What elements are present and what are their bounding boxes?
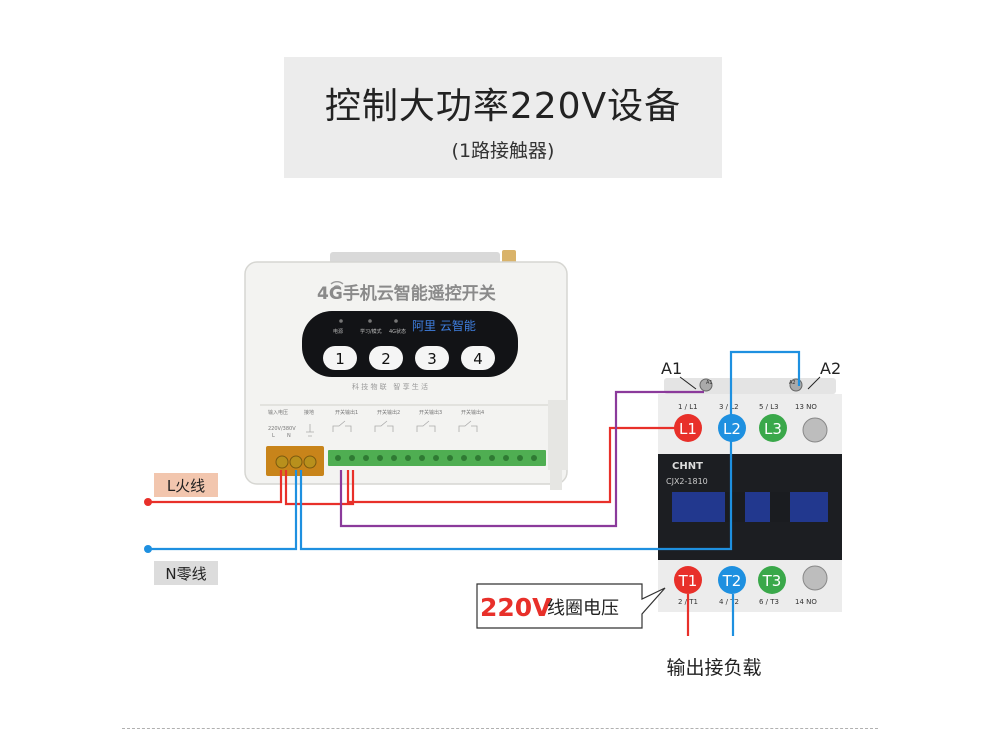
live-wire-end [144,498,152,506]
badge-t2 [718,566,746,594]
button-2-label: 2 [381,350,391,368]
page-title: 控制大功率220V设备 [324,86,682,127]
page-subtitle: (1路接触器) [451,140,555,162]
slogan: 科 技 物 联 智 享 生 活 [352,382,428,391]
neutral-wire-label: N零线 [165,565,206,583]
led-power [339,319,343,323]
output-terminal-screws [335,455,537,461]
svg-text:A2: A2 [789,380,796,386]
badge-t1 [674,566,702,594]
a2-pointer [807,376,821,390]
terminal-screw-n [289,455,303,469]
svg-text:开关输出4: 开关输出4 [461,409,484,416]
signal-icon [330,281,344,285]
svg-text:L: L [272,433,275,439]
live-wire-input [148,470,283,504]
neutral-wire-end [144,545,152,553]
live-wire-to-l1 [346,426,686,504]
side-clip-lower [550,470,562,490]
led-mode [368,319,372,323]
antenna [330,252,500,264]
terminal-screw-l [275,455,289,469]
contactor-brand: CHNT [672,461,703,472]
badge-t3 [758,566,786,594]
coil-voltage-text: 线圈电压 [547,598,619,619]
led-4g [394,319,398,323]
title-box: 控制大功率220V设备 (1路接触器) [284,57,722,178]
svg-text:4 / T2: 4 / T2 [719,598,739,606]
svg-text:A1: A1 [706,380,713,386]
controller-device: 4G手机云智能遥控开关 阿里 云智能 电源 学习/模式 4G状态 1 2 3 4… [244,250,568,490]
neutral-wire-to-a2 [299,350,801,551]
button-1-label: 1 [335,350,345,368]
button-1[interactable] [323,346,357,370]
svg-text:输入电压: 输入电压 [268,409,288,416]
control-wire-to-a1 [339,390,704,528]
control-buttons: 1 2 3 4 [323,346,495,370]
svg-text:L2: L2 [723,420,741,438]
button-3[interactable] [415,346,449,370]
svg-text:L1: L1 [679,420,697,438]
neutral-wire-input [148,470,298,551]
brand-text: 4G手机云智能遥控开关 [317,283,496,304]
indicator-label: 电源 [333,328,343,335]
coil-voltage-value: 220V [480,593,552,622]
coil-label-a2: A2 [820,359,841,378]
svg-text:接地: 接地 [304,409,314,416]
badge-l1 [674,414,702,442]
bottom-divider [122,728,878,729]
indicator-label: 学习/模式 [360,328,382,335]
live-wire-jumper [284,470,355,506]
badge-l2 [718,414,746,442]
button-2[interactable] [369,346,403,370]
indicator-leds: 电源 学习/模式 4G状态 [333,319,406,335]
contactor-window [672,492,828,522]
terminal-badges: L1 L2 L3 T1 T2 T3 [674,414,787,594]
button-4-label: 4 [473,350,483,368]
top-terminal-labels: 1 / L1 3 / L2 5 / L3 13 NO A1 A2 [678,380,817,411]
terminal-screw-13no [802,417,828,443]
svg-text:13 NO: 13 NO [795,403,817,411]
neutral-wire-tag [154,561,218,585]
svg-text:1 / L1: 1 / L1 [678,403,698,411]
side-clip [548,400,568,470]
svg-text:L3: L3 [764,420,782,438]
coil-screw-a1 [699,378,713,392]
relay-symbols [306,420,478,437]
svg-text:6 / T3: 6 / T3 [759,598,779,606]
button-4[interactable] [461,346,495,370]
cloud-label: 阿里 云智能 [412,318,476,333]
svg-text:3 / L2: 3 / L2 [719,403,739,411]
terminal-labels: 输入电压 220V/380V L N 接地 开关输出1 开关输出2 开关输出3 … [268,409,484,439]
live-wire-label: L火线 [167,477,205,495]
svg-text:开关输出3: 开关输出3 [419,409,442,416]
svg-text:5 / L3: 5 / L3 [759,403,779,411]
svg-text:14 NO: 14 NO [795,598,817,606]
terminal-screw-ground [303,455,317,469]
svg-text:T2: T2 [722,572,742,590]
coil-label-a1: A1 [661,359,682,378]
load-label: 输出接负载 [666,657,761,679]
contactor-model: CJX2-1810 [666,477,708,486]
svg-text:开关输出1: 开关输出1 [335,409,358,416]
svg-text:T3: T3 [762,572,782,590]
antenna-connector [502,250,516,264]
svg-text:T1: T1 [678,572,698,590]
svg-text:N: N [287,433,291,439]
a1-pointer [679,376,697,390]
live-wire-tag [154,473,218,497]
svg-text:开关输出2: 开关输出2 [377,409,400,416]
contactor-device: 1 / L1 3 / L2 5 / L3 13 NO A1 A2 CHNT CJ… [658,378,842,612]
button-3-label: 3 [427,350,437,368]
svg-text:220V/380V: 220V/380V [268,426,296,432]
indicator-label: 4G状态 [389,328,406,335]
terminal-screw-14no [802,565,828,591]
coil-voltage-callout [476,583,666,629]
badge-l3 [759,414,787,442]
wires [148,350,801,636]
